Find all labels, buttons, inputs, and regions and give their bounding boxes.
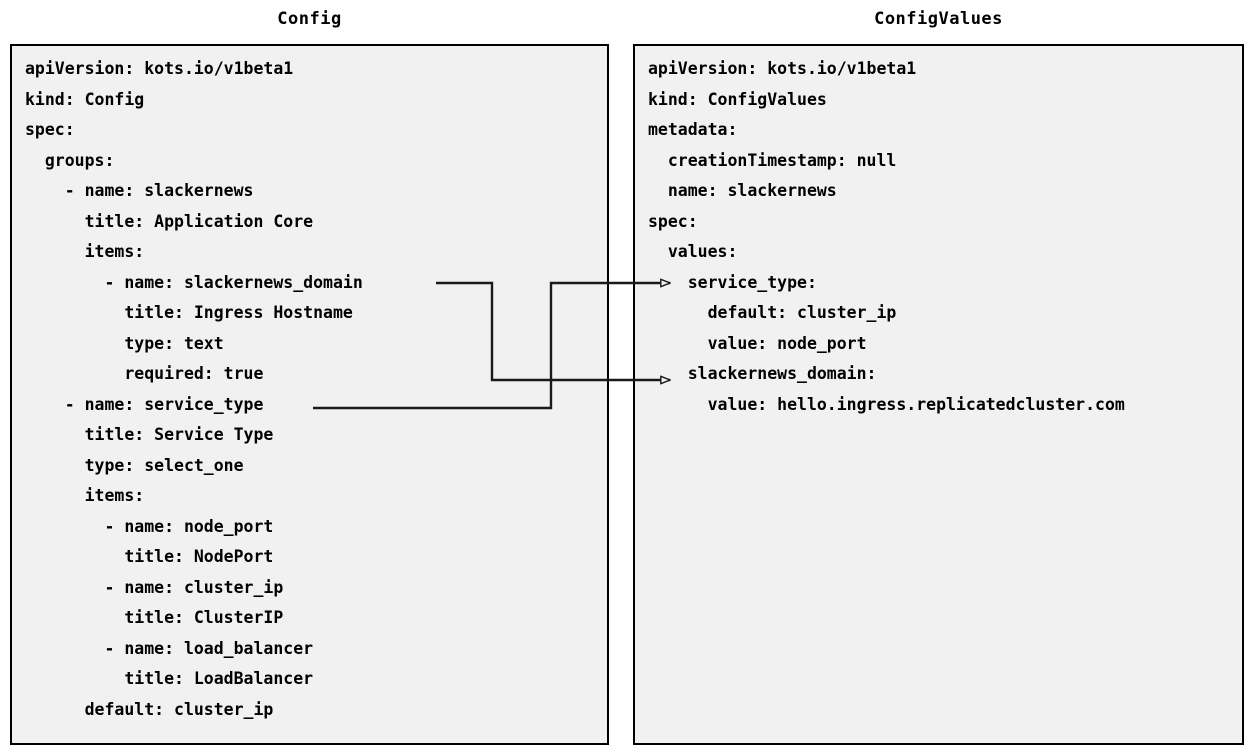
yaml-line: - name: cluster_ip bbox=[25, 577, 284, 597]
yaml-line: value: hello.ingress.replicatedcluster.c… bbox=[648, 394, 1125, 414]
yaml-line: - name: node_port bbox=[25, 516, 274, 536]
yaml-line: - name: service_type bbox=[25, 394, 264, 414]
yaml-line: title: ClusterIP bbox=[25, 608, 284, 627]
yaml-line: apiVersion: kots.io/v1beta1 bbox=[25, 59, 294, 78]
yaml-line: values: bbox=[648, 242, 738, 261]
config-yaml-panel: apiVersion: kots.io/v1beta1 kind: Config s… bbox=[10, 44, 609, 745]
yaml-line: spec: bbox=[648, 211, 698, 231]
yaml-line: name: slackernews bbox=[648, 181, 837, 200]
yaml-line: kind: Config bbox=[25, 89, 145, 109]
configvalues-yaml-panel: apiVersion: kots.io/v1beta1 kind: ConfigV… bbox=[633, 44, 1244, 745]
yaml-line: default: cluster_ip bbox=[25, 699, 274, 719]
yaml-line: slackernews_domain: bbox=[648, 364, 877, 383]
yaml-line: - name: load_balancer bbox=[25, 638, 314, 658]
yaml-line: title: NodePort bbox=[25, 547, 274, 566]
yaml-line: default: cluster_ip bbox=[648, 303, 897, 322]
yaml-line: spec: bbox=[25, 120, 75, 139]
yaml-line: kind: ConfigValues bbox=[648, 89, 827, 109]
yaml-line: metadata: bbox=[648, 120, 738, 139]
yaml-line: creationTimestamp: null bbox=[648, 150, 897, 170]
yaml-line: apiVersion: kots.io/v1beta1 bbox=[648, 59, 917, 78]
yaml-line: title: LoadBalancer bbox=[25, 669, 314, 688]
yaml-line: title: Application Core bbox=[25, 211, 314, 231]
config-panel-title: Config bbox=[277, 9, 342, 29]
configvalues-panel-title: ConfigValues bbox=[874, 9, 1003, 29]
yaml-line: - name: slackernews_domain bbox=[25, 272, 363, 292]
yaml-line: items: bbox=[25, 486, 145, 505]
yaml-line: title: Ingress Hostname bbox=[25, 303, 353, 322]
yaml-line: title: Service Type bbox=[25, 425, 274, 444]
config-yaml-body: apiVersion: kots.io/v1beta1 kind: Config s… bbox=[12, 46, 607, 743]
yaml-line: service_type: bbox=[648, 272, 817, 292]
yaml-line: value: node_port bbox=[648, 333, 867, 353]
yaml-line: type: select_one bbox=[25, 455, 244, 475]
yaml-line: items: bbox=[25, 242, 145, 261]
yaml-line: - name: slackernews bbox=[25, 181, 254, 200]
configvalues-yaml-body: apiVersion: kots.io/v1beta1 kind: ConfigV… bbox=[635, 46, 1242, 743]
yaml-line: required: true bbox=[25, 364, 264, 383]
yaml-line: type: text bbox=[25, 333, 224, 353]
yaml-line: groups: bbox=[25, 150, 115, 170]
